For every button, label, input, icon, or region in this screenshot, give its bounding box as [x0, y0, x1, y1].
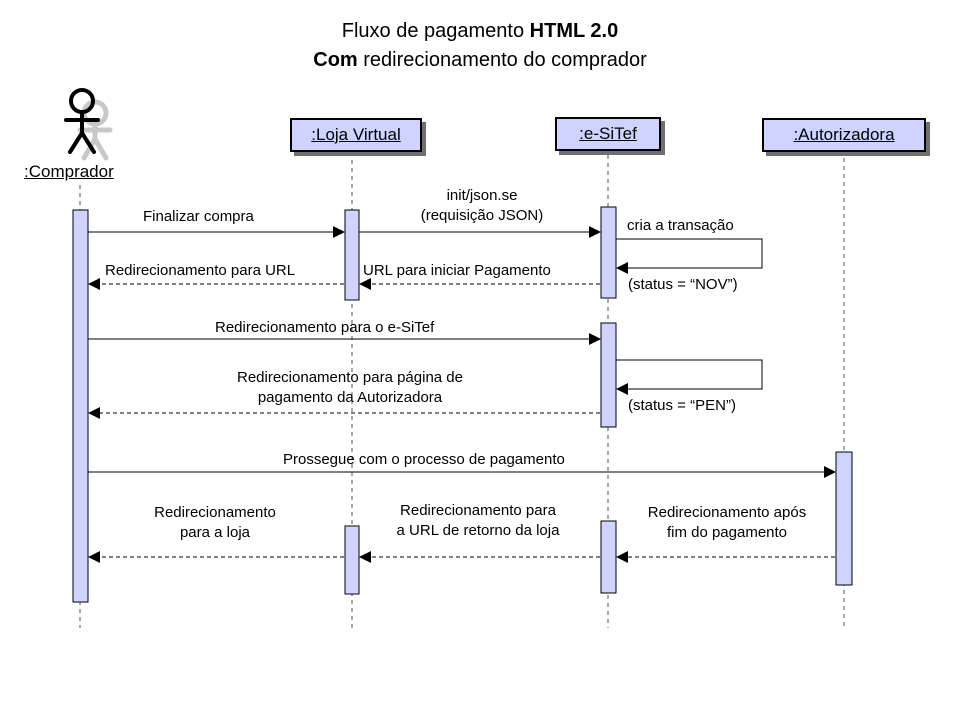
activation-esitef-2 [600, 322, 617, 428]
label-apos-fim: Redirecionamento após fim do pagamento [622, 503, 832, 543]
label-init-json-line1: init/json.se [446, 187, 518, 204]
title-com: Com [313, 49, 358, 71]
label-redirect-pagina-line1: Redirecionamento para página de [237, 369, 463, 386]
participant-autorizadora: :Autorizadora [762, 118, 926, 152]
label-redirect-esitef: Redirecionamento para o e-SiTef [215, 319, 435, 336]
activation-esitef-3 [600, 520, 617, 594]
label-redirect-pagina: Redirecionamento para página de pagament… [195, 368, 505, 408]
label-url-iniciar: URL para iniciar Pagamento [363, 262, 551, 279]
label-retorno-loja-line1: Redirecionamento para [400, 502, 556, 519]
label-retorno-loja-line2: a URL de retorno da loja [396, 522, 560, 539]
label-retorno-loja: Redirecionamento para a URL de retorno d… [368, 501, 588, 541]
label-prossegue: Prossegue com o processo de pagamento [283, 451, 565, 468]
actor-icon [64, 88, 100, 154]
participant-loja-virtual: :Loja Virtual [290, 118, 422, 152]
participant-esitef: :e-SiTef [555, 117, 661, 151]
label-status-pen: (status = “PEN”) [628, 397, 736, 414]
label-cria-transacao: cria a transação [627, 217, 734, 234]
label-para-loja: Redirecionamento para a loja [125, 503, 305, 543]
activation-autorizadora [835, 451, 853, 586]
title-version: HTML 2.0 [529, 20, 619, 42]
label-redirect-url: Redirecionamento para URL [105, 262, 296, 279]
label-apos-fim-line1: Redirecionamento após [647, 504, 807, 521]
msg-cria-transacao-arrow [616, 238, 763, 274]
label-finalizar-compra: Finalizar compra [143, 208, 254, 225]
label-para-loja-line2: para a loja [179, 524, 251, 541]
label-redirect-pagina-line2: pagamento da Autorizadora [257, 389, 443, 406]
participant-comprador: :Comprador [24, 162, 114, 181]
title-subtitle: redirecionamento do comprador [357, 49, 647, 71]
title-prefix: Fluxo de pagamento [341, 20, 530, 42]
diagram-title-line2: Com redirecionamento do comprador [0, 49, 960, 72]
label-para-loja-line1: Redirecionamento [154, 504, 276, 521]
activation-comprador [72, 209, 89, 603]
label-apos-fim-line2: fim do pagamento [666, 524, 788, 541]
msg-status-pen-arrow [616, 359, 763, 395]
activation-loja-2 [344, 525, 360, 595]
activation-esitef-1 [600, 206, 617, 299]
label-init-json: init/json.se (requisição JSON) [392, 186, 572, 226]
label-init-json-line2: (requisição JSON) [420, 207, 544, 224]
diagram-title-line1: Fluxo de pagamento HTML 2.0 [0, 20, 960, 43]
activation-loja-1 [344, 209, 360, 301]
label-status-nov: (status = “NOV”) [628, 276, 738, 293]
